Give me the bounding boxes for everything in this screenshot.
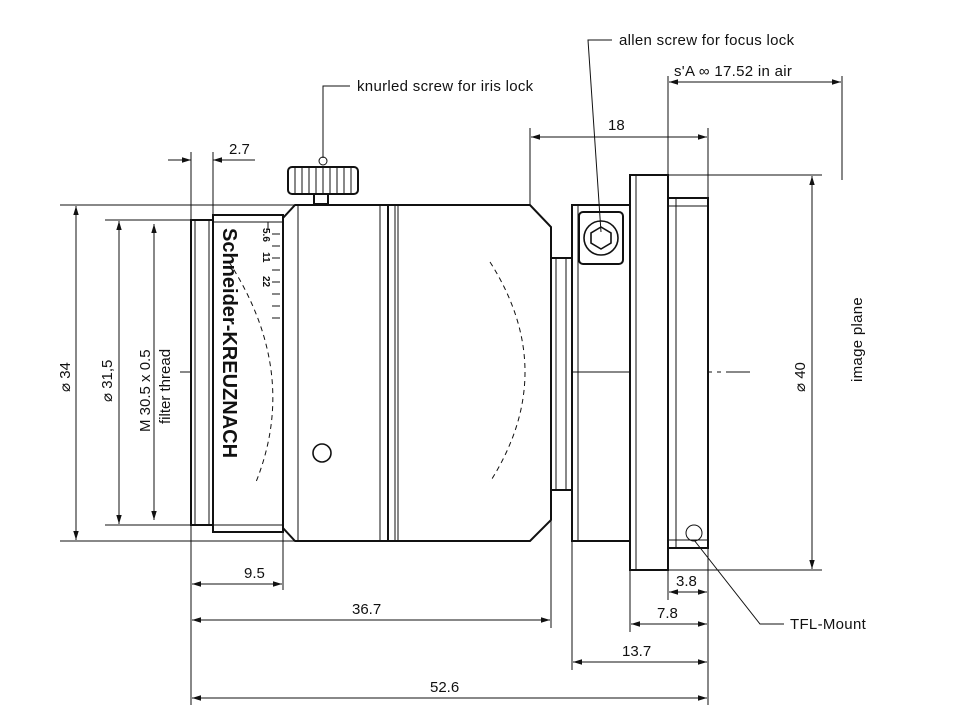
dim-dia-34-label: ⌀ 34 (57, 362, 74, 392)
dim-52-6: 52.6 (192, 679, 707, 701)
dim-9-5-label: 9.5 (244, 565, 265, 582)
dim-2-7: 2.7 (168, 141, 255, 220)
dim-dia-40: ⌀ 40 (668, 174, 822, 571)
dim-36-7-label: 36.7 (352, 601, 381, 618)
barrel-hole (312, 443, 332, 463)
iris-ring: 5.6 11 22 Schneider-KREUZNACH (212, 214, 284, 533)
dim-7-8-label: 7.8 (657, 605, 678, 622)
dim-18-label: 18 (608, 117, 625, 134)
rear-flange (629, 174, 669, 571)
brand-lettering: Schneider-KREUZNACH (218, 228, 240, 458)
focus-ring (228, 204, 552, 542)
callout-knurled-screw: knurled screw for iris lock (322, 78, 534, 158)
dim-9-5: 9.5 (190, 525, 284, 705)
dim-36-7: 36.7 (192, 520, 552, 628)
tfl-mount-thread (667, 197, 709, 549)
allen-screw-hex (590, 226, 612, 250)
dim-dia-31-5-label: ⌀ 31,5 (99, 360, 116, 402)
iris-scale-ticks (267, 222, 280, 319)
main-barrel (282, 204, 389, 542)
knurled-screw (287, 156, 359, 205)
dim-2-7-label: 2.7 (229, 141, 250, 158)
dim-18: 18 (529, 117, 709, 205)
callout-tfl-mount: TFL-Mount (693, 539, 867, 633)
filter-thread-line1: M 30.5 x 0.5 (137, 349, 154, 432)
dim-dia-40-label: ⌀ 40 (792, 362, 809, 392)
dim-13-7: 13.7 (571, 541, 707, 670)
dim-13-7-label: 13.7 (622, 643, 651, 660)
iris-scale-11: 11 (260, 252, 271, 263)
iris-scale-22: 22 (260, 276, 271, 288)
dim-filter-thread: M 30.5 x 0.5 filter thread (137, 224, 174, 520)
dim-3-8-label: 3.8 (676, 573, 697, 590)
dim-dia-34: ⌀ 34 (57, 204, 295, 542)
filter-thread-line2: filter thread (157, 349, 174, 424)
front-filter-ring (190, 219, 214, 526)
dim-3-8: 3.8 (667, 548, 709, 705)
allen-screw-label: allen screw for focus lock (619, 32, 795, 49)
dim-7-8: 7.8 (629, 570, 707, 632)
rear-neck (550, 257, 573, 491)
dim-52-6-label: 52.6 (430, 679, 459, 696)
dim-dia-31-5: ⌀ 31,5 (99, 219, 191, 526)
callout-allen-screw: allen screw for focus lock (587, 32, 795, 233)
iris-scale-56: 5.6 (260, 228, 271, 242)
tfl-mount-label: TFL-Mount (790, 616, 867, 633)
focus-lock-collar (571, 204, 631, 542)
image-plane-label: image plane (849, 297, 866, 382)
back-focus-label: s'A ∞ 17.52 in air (674, 63, 792, 80)
dim-back-focus: s'A ∞ 17.52 in air (667, 63, 843, 180)
knurled-screw-label: knurled screw for iris lock (357, 78, 534, 95)
